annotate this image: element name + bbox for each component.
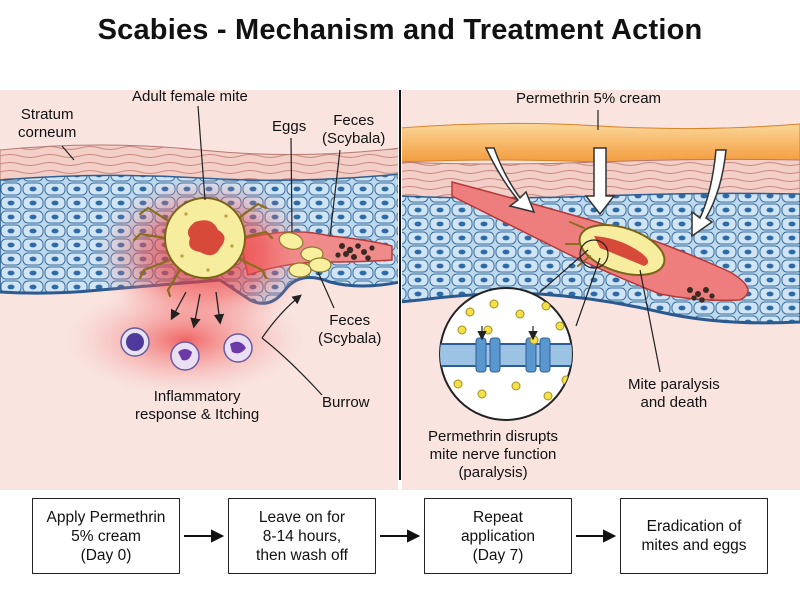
label-permethrin-cream: Permethrin 5% cream bbox=[516, 90, 662, 107]
step-line: application bbox=[460, 527, 536, 545]
step-line: then wash off bbox=[256, 546, 348, 564]
feces-pellets bbox=[335, 243, 375, 261]
label-feces-top: Feces (Scybala) bbox=[322, 112, 385, 148]
label-line: (paralysis) bbox=[458, 464, 528, 481]
label-mite-paralysis: Mite paralysis and death bbox=[628, 376, 720, 412]
label-line: response & Itching bbox=[135, 406, 260, 423]
label-adult-female-mite: Adult female mite bbox=[132, 88, 248, 105]
diagram-title: Scabies - Mechanism and Treatment Action bbox=[97, 14, 703, 46]
label-feces-bottom: Feces (Scybala) bbox=[318, 312, 381, 348]
label-line: mite nerve function bbox=[429, 446, 557, 463]
label-permethrin-disrupts: Permethrin disrupts mite nerve function … bbox=[428, 428, 558, 482]
label-line: and death bbox=[640, 394, 708, 411]
adult-mite bbox=[132, 197, 274, 298]
step-line: 8-14 hours, bbox=[262, 527, 342, 545]
label-line: (Scybala) bbox=[318, 330, 382, 347]
penetration-arrows bbox=[484, 147, 727, 238]
immune-cells bbox=[120, 327, 253, 371]
nerve-channel-zoom bbox=[439, 287, 573, 421]
step-leave-on: Leave on for 8-14 hours, then wash off bbox=[228, 498, 376, 574]
label-line: Feces bbox=[333, 112, 375, 129]
label-line: Feces bbox=[329, 312, 371, 329]
eggs bbox=[278, 232, 332, 278]
step-repeat-application: Repeat application (Day 7) bbox=[424, 498, 572, 574]
label-line: Stratum bbox=[20, 106, 74, 123]
label-burrow: Burrow bbox=[322, 394, 370, 411]
paralyzed-mite bbox=[565, 221, 666, 276]
step-line: mites and eggs bbox=[641, 537, 747, 554]
step-line: 5% cream bbox=[71, 527, 141, 545]
label-line: Permethrin disrupts bbox=[428, 428, 559, 445]
label-line: Mite paralysis bbox=[628, 376, 720, 393]
label-line: (Scybala) bbox=[322, 130, 386, 147]
label-line: corneum bbox=[18, 124, 77, 141]
step-line: (Day 0) bbox=[80, 546, 132, 564]
step-line: Apply Permethrin bbox=[46, 508, 166, 526]
left-panel-skin bbox=[0, 90, 398, 490]
step-eradication: Eradication of mites and eggs bbox=[620, 498, 768, 574]
step-apply-permethrin: Apply Permethrin 5% cream (Day 0) bbox=[32, 498, 180, 574]
step-line: Eradication of bbox=[646, 518, 742, 535]
label-inflammatory-response: Inflammatory response & Itching bbox=[135, 388, 259, 424]
label-eggs: Eggs bbox=[272, 118, 307, 135]
step-line: (Day 7) bbox=[472, 546, 524, 564]
step-line: Leave on for bbox=[258, 508, 346, 526]
label-line: Inflammatory bbox=[153, 388, 241, 405]
step-line: Repeat bbox=[473, 508, 523, 526]
flow-arrows bbox=[184, 529, 617, 543]
label-stratum-corneum: Stratum corneum bbox=[18, 106, 76, 142]
